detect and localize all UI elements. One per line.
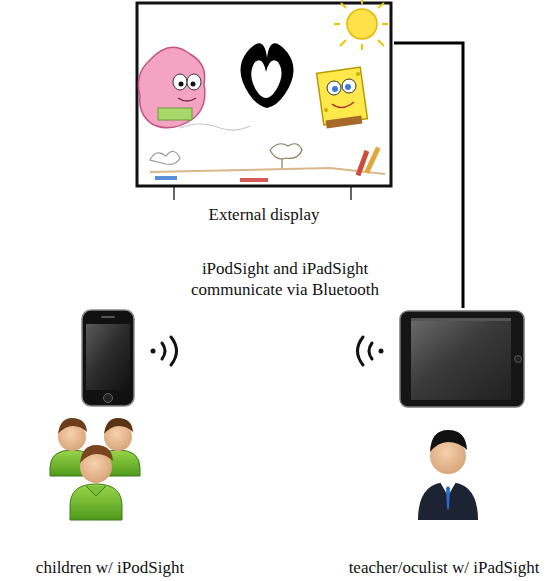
ipod-device <box>82 310 134 406</box>
teacher-node: teacher/oculist w/ iPadSight <box>342 308 546 578</box>
cable-line <box>394 43 463 308</box>
node-label: External display <box>134 204 394 225</box>
signal-symbol <box>358 337 384 365</box>
signal-symbol <box>151 337 177 365</box>
ipad-device <box>400 311 524 407</box>
node-label: children w/ iPodSight <box>12 557 208 578</box>
external-display <box>137 0 391 200</box>
teacher-icon <box>418 430 478 520</box>
children-node: children w/ iPodSight <box>12 306 208 578</box>
children-icon <box>50 418 140 520</box>
node-label: teacher/oculist w/ iPadSight <box>342 557 546 578</box>
display-node: External display <box>134 3 394 225</box>
caption-label: iPodSight and iPadSight communicate via … <box>175 258 395 300</box>
